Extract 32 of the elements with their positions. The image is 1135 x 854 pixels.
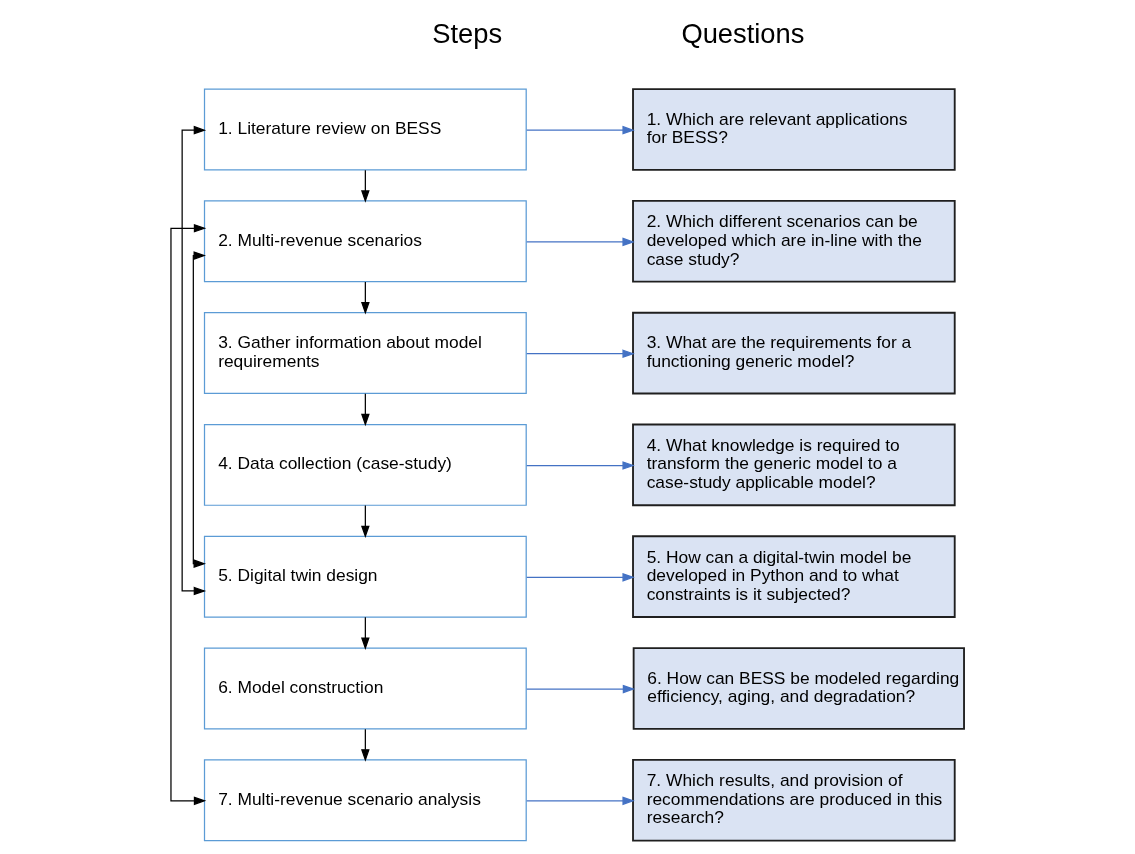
node-box: 1. Which are relevant applications for BESS? (632, 88, 956, 171)
node-box: 6. Model construction (203, 647, 527, 730)
node-box: 4. Data collection (case-study) (203, 423, 527, 506)
arrow (526, 572, 635, 582)
node-box: 4. What knowledge is required to transform the generic model to a case-study applicable model? (632, 423, 956, 507)
arrow (361, 616, 370, 650)
node-box: 5. How can a digital-twin model be developed in Python and to what constraints is it subjected? (632, 535, 956, 618)
arrow (181, 125, 207, 596)
arrow (526, 237, 635, 247)
arrow (361, 281, 370, 315)
label: Questions (681, 17, 805, 49)
arrow (526, 461, 635, 470)
arrow (526, 684, 636, 694)
node-box: 1. Literature review on BESS (203, 88, 527, 171)
node-box: 2. Which different scenarios can be developed which are in-line with the case study? (632, 200, 956, 283)
arrow (526, 796, 635, 806)
arrow (361, 728, 370, 762)
node-box: 3. Gather information about model requirements (203, 312, 527, 395)
node-box: 6. How can BESS be modeled regarding efficiency, aging, and degradation? (632, 647, 965, 730)
arrow (170, 223, 207, 806)
node-box: 7. Which results, and provision of recommendations are produced in this research? (632, 758, 956, 842)
arrow (526, 349, 635, 359)
node-box: 3. What are the requirements for a functioning generic model? (632, 311, 956, 395)
node-box: 7. Multi-revenue scenario analysis (203, 759, 527, 842)
arrow (192, 251, 206, 568)
node-box: 5. Digital twin design (203, 535, 527, 618)
arrow (361, 504, 370, 539)
arrow (526, 125, 635, 135)
arrow (361, 169, 370, 203)
arrow (361, 393, 370, 427)
label: Steps (432, 17, 503, 49)
node-box: 2. Multi-revenue scenarios (203, 200, 527, 283)
